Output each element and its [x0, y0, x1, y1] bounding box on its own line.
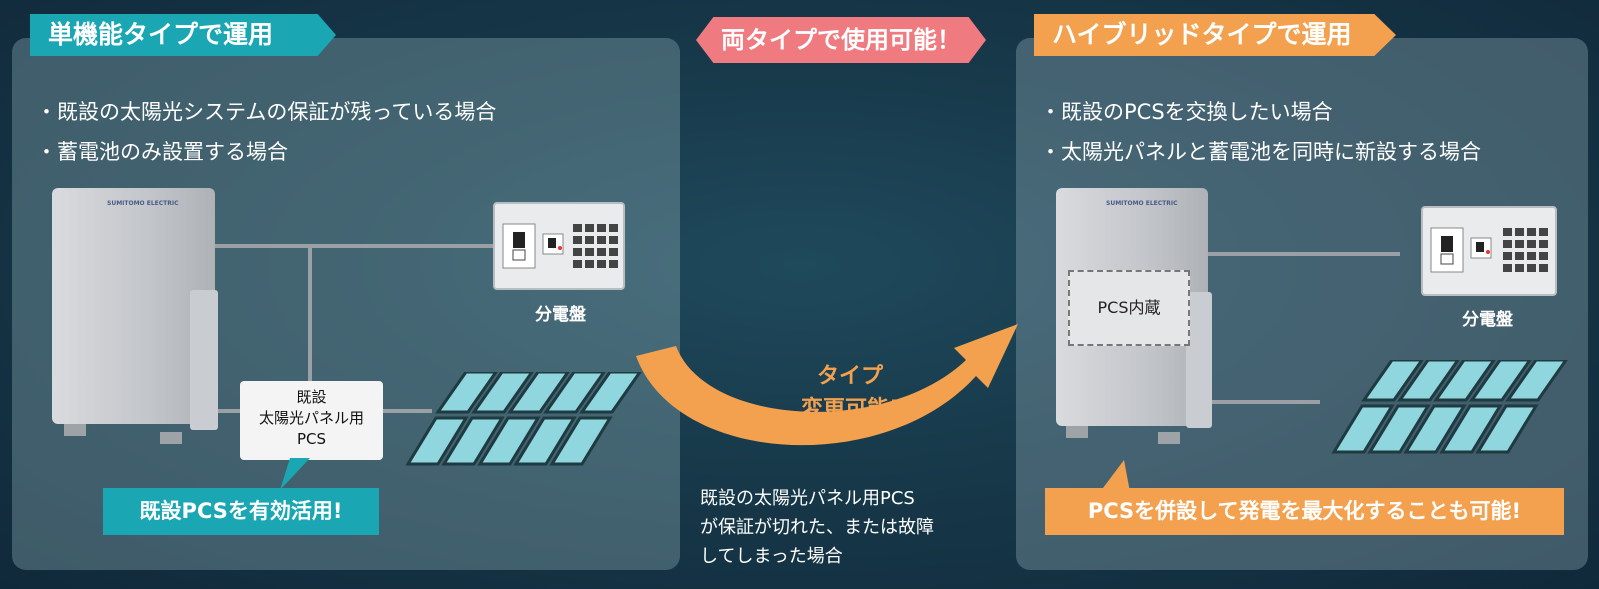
brand-logo: SUMITOMO ELECTRIC — [1106, 200, 1178, 207]
note-line: してしまった場合 — [700, 546, 843, 567]
breaker-icon — [502, 223, 618, 269]
battery-unit: SUMITOMO ELECTRIC — [52, 188, 215, 424]
battery-foot — [1158, 432, 1180, 444]
existing-pcs-box: 既設 太陽光パネル用 PCS — [240, 381, 383, 460]
battery-foot — [160, 432, 182, 444]
battery-side-module — [1186, 292, 1212, 428]
bullet-item: 既設のPCSを交換したい場合 — [1040, 92, 1481, 132]
left-callout: 既設PCSを有効活用! — [103, 488, 379, 535]
wire — [382, 409, 432, 413]
arrow-text-line: 変更可能! — [800, 397, 900, 422]
breaker-icon — [1430, 227, 1548, 273]
brand-logo: SUMITOMO ELECTRIC — [107, 200, 179, 207]
pcs-line: PCS — [296, 430, 327, 448]
bullet-item: 既設の太陽光システムの保証が残っている場合 — [36, 92, 496, 132]
solar-panel-icon — [405, 372, 642, 466]
distribution-board — [493, 202, 625, 290]
right-bullets: 既設のPCSを交換したい場合 太陽光パネルと蓄電池を同時に新設する場合 — [1040, 92, 1481, 172]
solar-panel-icon — [1331, 360, 1568, 454]
callout-pointer — [1100, 460, 1130, 492]
pcs-internal-label: PCS内蔵 — [1068, 270, 1190, 346]
battery-foot — [64, 424, 86, 436]
left-bullets: 既設の太陽光システムの保証が残っている場合 蓄電池のみ設置する場合 — [36, 92, 496, 172]
wire — [215, 409, 242, 413]
center-note: 既設の太陽光パネル用PCS が保証が切れた、または故障 してしまった場合 — [700, 484, 934, 571]
note-line: 既設の太陽光パネル用PCS — [700, 488, 915, 509]
distribution-board — [1421, 206, 1557, 296]
pcs-line: 既設 — [296, 388, 327, 406]
distribution-board-label: 分電盤 — [535, 305, 586, 325]
battery-foot — [1066, 426, 1088, 438]
both-types-tag: 両タイプで使用可能！ — [696, 17, 986, 63]
battery-side-module — [190, 290, 218, 430]
distribution-board-label: 分電盤 — [1462, 310, 1513, 330]
bullet-item: 太陽光パネルと蓄電池を同時に新設する場合 — [1040, 132, 1481, 172]
arrow-text-line: タイプ — [816, 364, 883, 389]
hybrid-tag: ハイブリッドタイプで運用 — [1034, 14, 1396, 56]
wire — [1200, 400, 1320, 404]
wire — [308, 246, 312, 382]
wire — [215, 244, 493, 248]
callout-pointer — [280, 458, 310, 490]
pcs-line: 太陽光パネル用 — [258, 409, 364, 427]
right-callout: PCSを併設して発電を最大化することも可能! — [1045, 488, 1564, 535]
bullet-item: 蓄電池のみ設置する場合 — [36, 132, 496, 172]
curved-arrow-icon — [636, 324, 1018, 446]
single-function-tag: 単機能タイプで運用 — [30, 14, 336, 56]
note-line: が保証が切れた、または故障 — [700, 517, 934, 538]
type-change-label: タイプ 変更可能! — [780, 360, 920, 426]
wire — [1200, 252, 1400, 256]
